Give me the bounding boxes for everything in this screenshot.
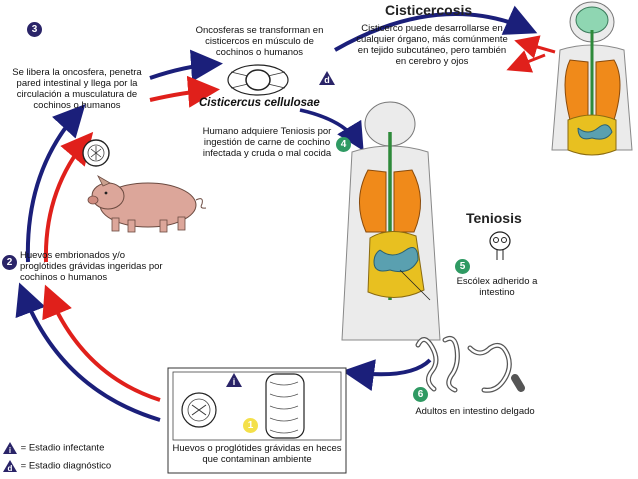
step-2-badge: 2 — [2, 255, 17, 270]
cysticercus-title: Cisticercus cellulosae — [199, 97, 320, 109]
svg-text:d: d — [8, 464, 13, 473]
step-5-label: Escólex adherido a intestino — [456, 276, 538, 298]
arrow-blue-to-bottom-box — [342, 358, 432, 392]
teniosis-title: Teniosis — [466, 210, 522, 226]
legend-diagnostic-icon: d — [3, 460, 17, 473]
arrow-blue-bottom-left — [15, 282, 161, 422]
step-2-label: Huevos embrionados y/o proglótides grávi… — [20, 250, 163, 283]
infective-stage-icon: i — [226, 373, 242, 387]
arrow-red-cyst-skin — [514, 35, 556, 59]
note-oncosferas: Oncosferas se transforman en cisticercos… — [195, 25, 324, 58]
proglottid-image — [265, 373, 305, 439]
scolex-image — [489, 231, 511, 260]
arrow-blue-to-human — [299, 108, 364, 152]
legend-infective-icon: i — [3, 442, 17, 455]
step-3-label: Se libera la oncosfera, penetra pared in… — [12, 67, 142, 111]
step-1-badge: 1 — [243, 418, 258, 433]
step-5-badge: 5 — [455, 259, 470, 274]
svg-text:i: i — [9, 446, 11, 455]
svg-text:d: d — [324, 75, 330, 85]
adult-worms-image — [415, 335, 525, 393]
arrow-red-bottom-left — [42, 284, 161, 402]
human-figure-cysticercosis — [551, 1, 633, 156]
adult-worms-inner — [416, 337, 511, 392]
pig-image — [87, 174, 207, 233]
egg-image — [181, 392, 217, 428]
legend-infective: i = Estadio infectante — [2, 441, 104, 455]
legend-diagnostic-label: = Estadio diagnóstico — [20, 460, 112, 472]
svg-text:i: i — [233, 377, 236, 387]
human-figure-teniosis — [341, 101, 441, 341]
step-6-badge: 6 — [413, 387, 428, 402]
arrow-red-cyst-eye — [506, 50, 546, 73]
step-4-label: Humano adquiere Teniosis por ingestión d… — [202, 126, 332, 159]
legend-diagnostic: d = Estadio diagnóstico — [2, 459, 111, 473]
arrow-red-left-up — [43, 131, 94, 263]
arrow-blue-to-cyst — [149, 49, 223, 82]
cysticercus-image — [227, 64, 289, 96]
arrow-red-to-cyst — [149, 75, 220, 108]
arrow-blue-left-up — [25, 104, 86, 263]
note-cisticerco: Cisticerco puede desarrollarse en cualqu… — [356, 23, 508, 67]
step-4-badge: 4 — [336, 137, 351, 152]
arrow-blue-top-right — [334, 5, 538, 52]
cisticercosis-title: Cisticercosis — [385, 2, 473, 18]
legend-infective-label: = Estadio infectante — [20, 442, 105, 454]
step-6-label: Adultos en intestino delgado — [415, 406, 535, 417]
oncosphere-image — [82, 139, 110, 167]
step-1-label: Huevos o proglótides grávidas en heces q… — [172, 443, 342, 465]
diagnostic-stage-icon: d — [319, 71, 335, 85]
step-3-badge: 3 — [27, 22, 42, 37]
